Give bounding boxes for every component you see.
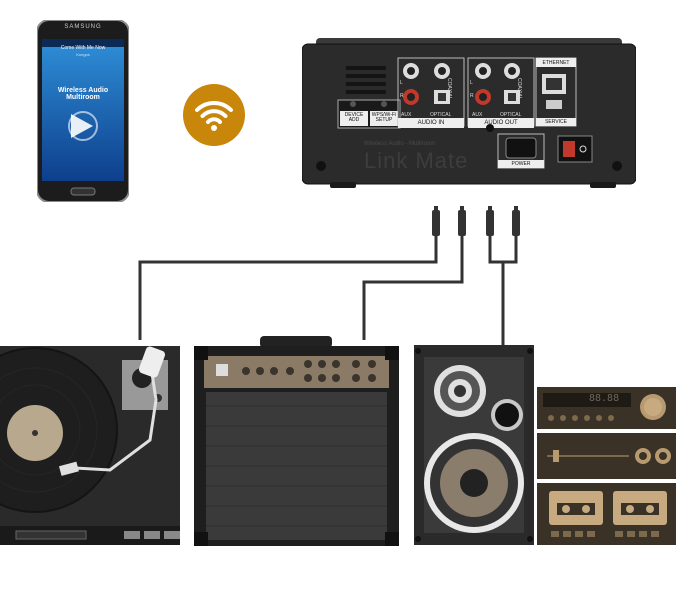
aux-out-label: AUX: [472, 112, 483, 118]
channel-l-out: L: [470, 80, 473, 86]
smartphone: SAMSUNG Come With Me Now Kongos Wireless…: [37, 20, 129, 202]
stereo-equalizer: [537, 433, 676, 479]
coaxial-in-label: COAXIAL: [446, 78, 452, 100]
turntable-cable: [138, 236, 438, 340]
hub-brand-small: Wireless Audio - Multiroom: [364, 141, 436, 147]
optical-out-label: OPTICAL: [500, 112, 522, 118]
stereo-tuner: 88.88: [537, 387, 676, 429]
speaker-cable-2: [503, 236, 518, 264]
phone-brand: SAMSUNG: [64, 24, 102, 30]
amplifier-cable: [362, 236, 464, 340]
guitar-amplifier: [194, 336, 399, 546]
link-mate-hub: DEVICE ADD WPS/Wi-Fi SETUP AUX OPTICAL A…: [302, 38, 636, 188]
service-label: SERVICE: [545, 119, 567, 125]
now-playing-artist: Kongos: [76, 52, 90, 57]
cassette-deck: [537, 483, 676, 545]
wifi-icon: [183, 84, 245, 146]
audio-in-label: AUDIO IN: [417, 120, 445, 126]
speaker-cable: [488, 236, 505, 345]
speaker: [414, 345, 534, 545]
turntable: [0, 340, 180, 545]
power-label: POWER: [511, 161, 531, 167]
optical-in-label: OPTICAL: [430, 112, 452, 118]
coaxial-out-label: COAXIAL: [516, 78, 522, 100]
now-playing-title: Come With Me Now: [60, 45, 106, 51]
audio-out-label: AUDIO OUT: [484, 120, 518, 126]
aux-in-label: AUX: [401, 112, 412, 118]
wps-setup-label: WPS/Wi-Fi SETUP: [371, 112, 397, 123]
device-add-label: DEVICE ADD: [344, 112, 364, 123]
app-title: Wireless Audio Multiroom: [57, 87, 109, 101]
play-logo-icon: [71, 114, 93, 138]
ethernet-label: ETHERNET: [542, 60, 570, 66]
channel-l-in: L: [400, 80, 403, 86]
tuner-display: 88.88: [589, 393, 620, 404]
hub-brand-large: Link Mate: [364, 148, 469, 173]
channel-r-in: R: [400, 93, 404, 99]
channel-r-out: R: [470, 93, 474, 99]
